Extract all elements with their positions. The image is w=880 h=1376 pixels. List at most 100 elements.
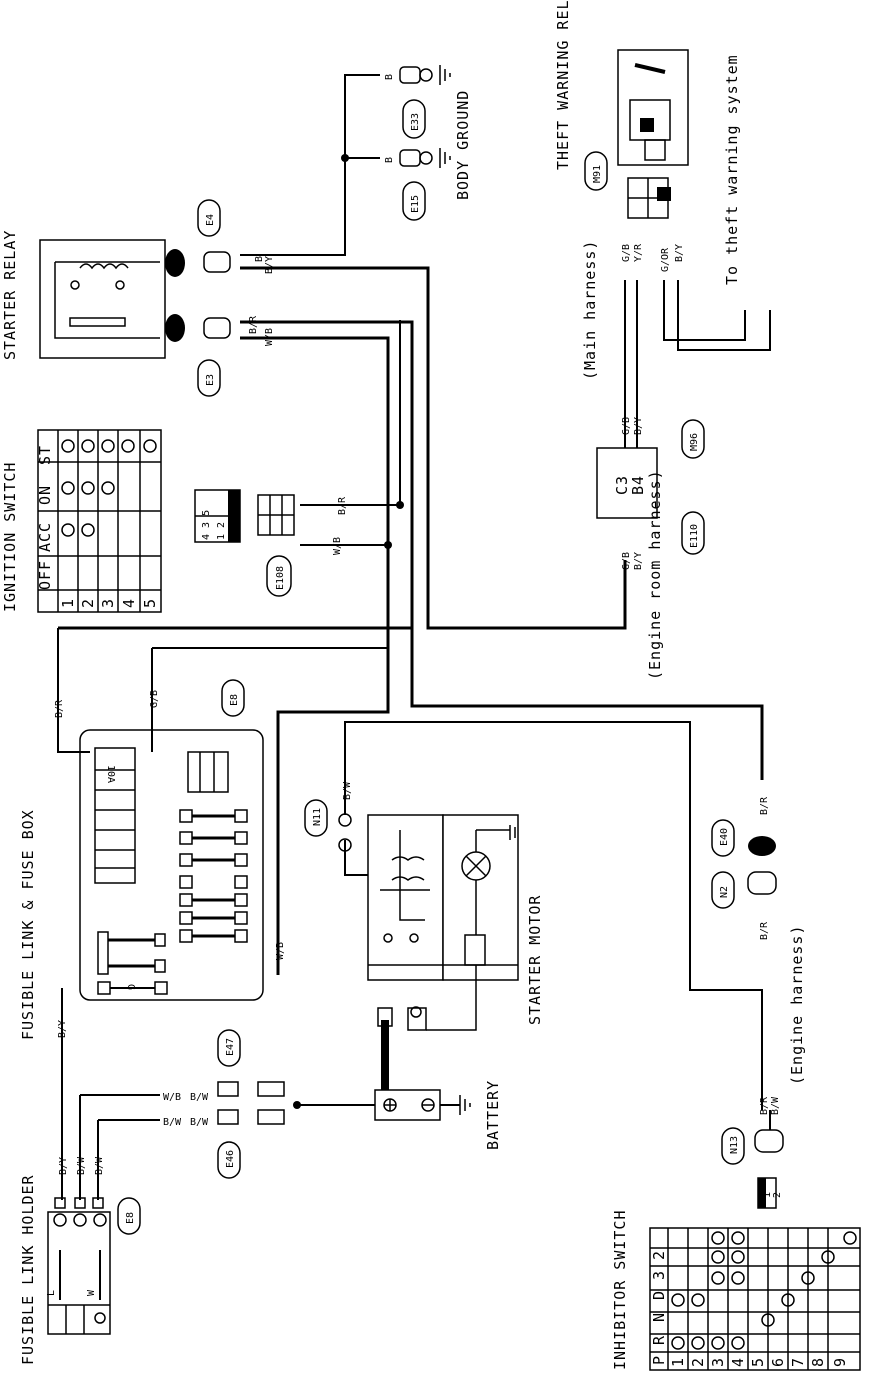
wire-labels: B B/Y B/R W/B B B B/R W/B B/R G/B W/B B/… bbox=[54, 74, 781, 1175]
inhibitor-switch-table: P R N D 3 2 1 2 3 4 5 6 7 8 9 bbox=[649, 1227, 861, 1371]
title-fusible-link-fuse-box: FUSIBLE LINK & FUSE BOX bbox=[19, 809, 37, 1040]
title-body-ground: BODY GROUND bbox=[454, 90, 472, 200]
ign-col-off: OFF bbox=[36, 560, 54, 590]
body-ground bbox=[399, 65, 451, 168]
link-l: L bbox=[46, 1290, 57, 1296]
title-inhibitor-switch: INHIBITOR SWITCH bbox=[611, 1210, 629, 1371]
wire-label-br-e108: B/R bbox=[337, 496, 348, 515]
e108-pins-bottom: 1 2 bbox=[216, 522, 227, 540]
conn-e46: E46 bbox=[225, 1150, 236, 1168]
e108-pins-top: 4 3 5 bbox=[201, 510, 212, 540]
wire-label-bw-holder-b: B/W bbox=[94, 1156, 105, 1175]
wire-label-by-main: B/Y bbox=[633, 417, 644, 435]
conn-n2: N2 bbox=[719, 886, 730, 898]
wire-label-b-relay: B bbox=[254, 256, 265, 262]
wire-label-by-engine: B/Y bbox=[633, 552, 644, 570]
ign-row-3: 3 bbox=[99, 598, 117, 608]
starter-relay bbox=[39, 239, 231, 359]
ign-row-4: 4 bbox=[120, 598, 138, 608]
ign-col-acc: ACC bbox=[36, 522, 54, 552]
harness-engine-room: (Engine room harness) bbox=[646, 469, 664, 680]
component-titles: STARTER RELAY IGNITION SWITCH FUSIBLE LI… bbox=[1, 0, 806, 1370]
inh-row-1: 1 bbox=[669, 1357, 687, 1367]
wire-label-bw-n11: B/W bbox=[342, 781, 353, 800]
ign-row-5: 5 bbox=[141, 598, 159, 608]
inh-row-4: 4 bbox=[729, 1357, 747, 1367]
wire-label-br-fusebox: B/R bbox=[54, 699, 65, 718]
wire-label-bw-e47: B/W bbox=[190, 1092, 209, 1103]
fuse-box: 10A G bbox=[79, 729, 264, 1001]
conn-e15: E15 bbox=[410, 195, 421, 213]
conn-m96: M96 bbox=[689, 433, 700, 451]
wire-label-wb-e108: W/B bbox=[332, 537, 343, 555]
joint-c3: C3 bbox=[613, 475, 631, 495]
wire-label-bw-e46b: B/W bbox=[190, 1117, 209, 1128]
conn-e47: E47 bbox=[225, 1038, 236, 1056]
conn-m91: M91 bbox=[592, 165, 603, 183]
wire-label-by-m91: B/Y bbox=[674, 244, 685, 262]
wire-label-b-e33: B bbox=[384, 74, 395, 80]
conn-n11: N11 bbox=[312, 808, 323, 826]
conn-e8-fusebox: E8 bbox=[229, 694, 240, 706]
inh-row-5: 5 bbox=[749, 1357, 767, 1367]
wire-label-gb-engine: G/B bbox=[621, 552, 632, 570]
title-battery: BATTERY bbox=[484, 1080, 502, 1150]
wire-label-gb-main: G/B bbox=[621, 417, 632, 435]
wire-label-bw-n13: B/W bbox=[770, 1096, 781, 1115]
wire-label-gor-m91: G/OR bbox=[660, 247, 671, 272]
wire-label-gb-fusebox: G/B bbox=[149, 690, 160, 708]
starter-motor bbox=[367, 814, 519, 1031]
fuse-link-g: G bbox=[125, 984, 136, 990]
wire-label-by-holder: B/Y bbox=[58, 1157, 69, 1175]
wire-label-by-fusebox: B/Y bbox=[57, 1020, 68, 1038]
ign-col-st: ST bbox=[36, 445, 54, 465]
ign-row-1: 1 bbox=[59, 598, 77, 608]
title-starter-relay: STARTER RELAY bbox=[1, 230, 19, 360]
wire-label-bw-holder-a: B/W bbox=[76, 1156, 87, 1175]
conn-e3: E3 bbox=[205, 374, 216, 386]
conn-n13: N13 bbox=[729, 1136, 740, 1154]
wire-label-wb-fusebox: W/B bbox=[275, 942, 286, 960]
conn-e33: E33 bbox=[410, 113, 421, 131]
wire-label-gb-m91: G/B bbox=[621, 244, 632, 262]
inh-col-2: 2 bbox=[650, 1250, 668, 1260]
joint-connector: C3 B4 bbox=[596, 447, 658, 519]
wire-label-yr-m91: Y/R bbox=[633, 243, 644, 262]
inh-col-n: N bbox=[650, 1312, 668, 1322]
ign-row-2: 2 bbox=[79, 598, 97, 608]
title-ignition-switch: IGNITION SWITCH bbox=[1, 462, 19, 612]
conn-e110: E110 bbox=[689, 524, 700, 548]
title-fusible-link-holder: FUSIBLE LINK HOLDER bbox=[19, 1174, 37, 1365]
ign-col-on: ON bbox=[36, 485, 54, 505]
wire-label-wb-relay: W/B bbox=[264, 328, 275, 346]
inh-row-6: 6 bbox=[769, 1357, 787, 1367]
n13-pin-1: 1 bbox=[762, 1192, 773, 1198]
theft-warning-relay bbox=[617, 49, 689, 219]
inh-row-7: 7 bbox=[789, 1357, 807, 1367]
title-to-theft-warning: To theft warning system bbox=[723, 54, 741, 285]
wire-label-br-e40: B/R bbox=[759, 796, 770, 815]
inh-col-r: R bbox=[650, 1335, 668, 1345]
inline-connectors: 1 2 bbox=[217, 813, 784, 1209]
joint-b4: B4 bbox=[629, 475, 647, 495]
harness-main: (Main harness) bbox=[581, 240, 599, 380]
wire-label-br-n13: B/R bbox=[759, 1096, 770, 1115]
inh-col-p: P bbox=[650, 1355, 668, 1365]
link-w: W bbox=[86, 1289, 97, 1296]
wire-label-br-relay: B/R bbox=[248, 315, 259, 334]
connector-ids: E4 E3 E33 E15 M91 M96 E110 E108 E8 N11 E… bbox=[117, 99, 745, 1235]
wire-label-br-n2: B/R bbox=[759, 921, 770, 940]
fusible-link-holder: L W bbox=[46, 1197, 111, 1335]
conn-e8-holder: E8 bbox=[125, 1212, 136, 1224]
harness-engine: (Engine harness) bbox=[788, 925, 806, 1086]
inh-row-3: 3 bbox=[709, 1357, 727, 1367]
n13-pin-2: 2 bbox=[772, 1192, 783, 1198]
inh-row-2: 2 bbox=[689, 1357, 707, 1367]
conn-e4: E4 bbox=[205, 214, 216, 226]
wire-label-by-relay: B/Y bbox=[264, 256, 275, 274]
conn-e108: E108 bbox=[275, 566, 286, 590]
wire-label-b-e15: B bbox=[384, 157, 395, 163]
conn-e40: E40 bbox=[719, 828, 730, 846]
e108-connector: 4 3 5 1 2 bbox=[194, 489, 295, 543]
wire-label-wb-e47: W/B bbox=[163, 1092, 181, 1103]
